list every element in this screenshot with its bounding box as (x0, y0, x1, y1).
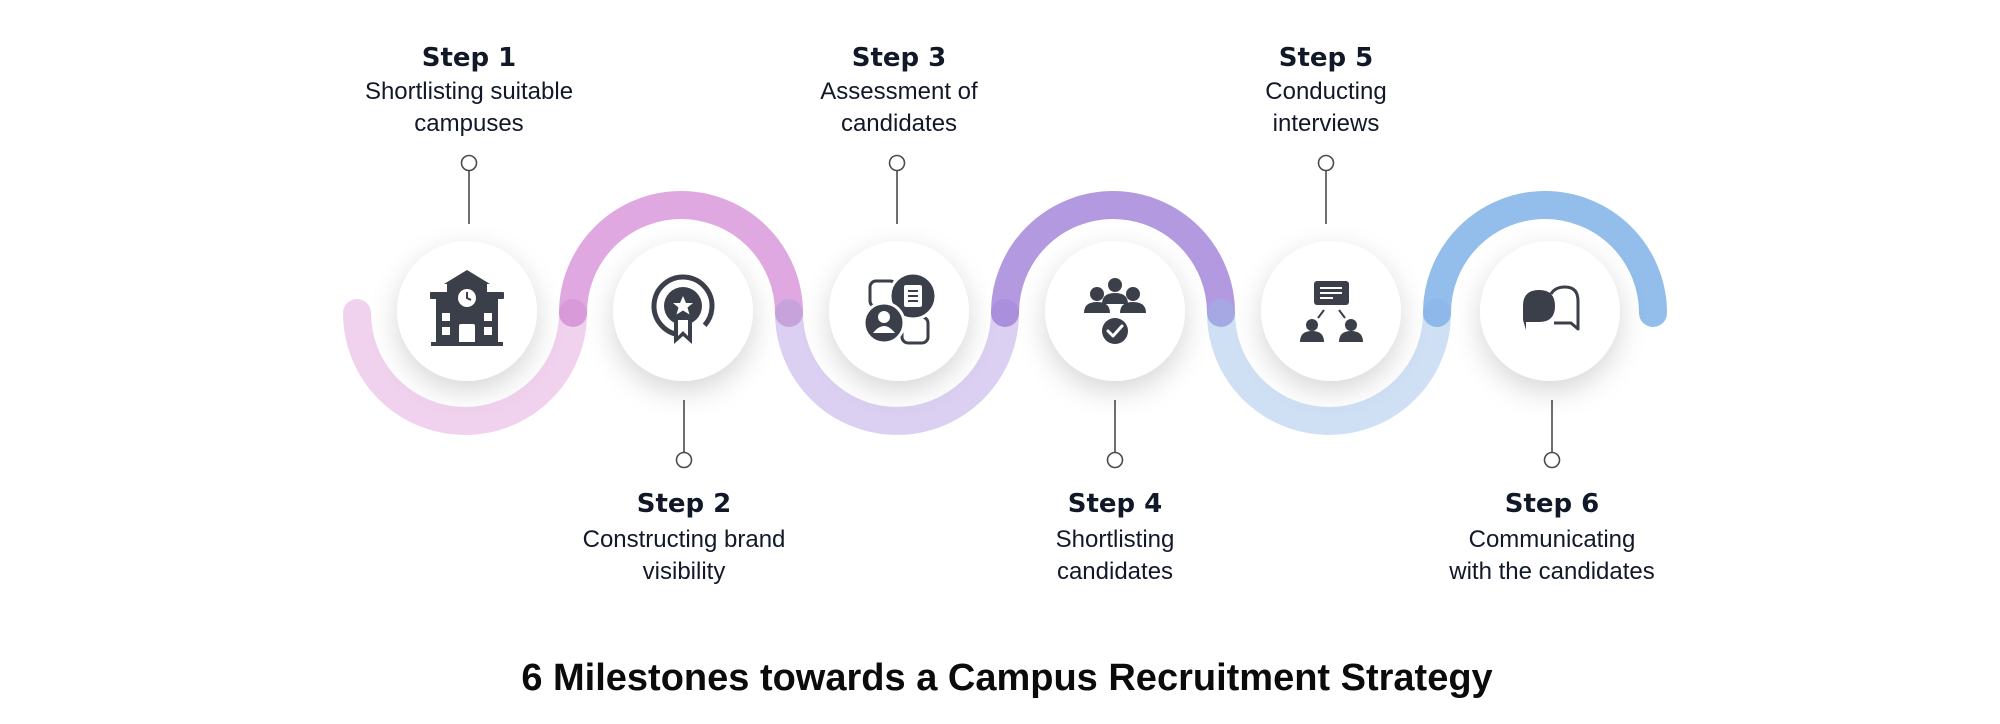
step-5-title: Step 5 (1279, 43, 1374, 73)
step-1-title: Step 1 (422, 43, 517, 73)
step-2-label: Step 2 Constructing brand visibility (583, 489, 786, 585)
school-building-icon (430, 270, 504, 346)
step-2-description-line-1: Constructing brand (583, 526, 786, 553)
step-4-label: Step 4 Shortlisting candidates (1056, 489, 1175, 585)
wave-junction-dot (1423, 299, 1451, 327)
step-4-circle (1045, 241, 1185, 381)
step-3-title: Step 3 (852, 43, 947, 73)
connectors (460, 154, 1561, 469)
wave-junction-dot (559, 299, 587, 327)
step-1-label: Step 1 Shortlisting suitable campuses (365, 43, 573, 137)
chat-bubbles-icon (1523, 285, 1580, 331)
wave-track (343, 191, 1667, 435)
connector-step-3 (888, 154, 906, 224)
step-labels: Step 1 Shortlisting suitable campuses St… (365, 43, 1655, 585)
wave-segment-bottom-2 (775, 312, 1019, 435)
wave-segment-bottom-1 (343, 299, 587, 435)
diagram-title: 6 Milestones towards a Campus Recruitmen… (521, 657, 1492, 699)
step-5-label: Step 5 Conducting interviews (1265, 43, 1386, 137)
step-5-description-line-2: interviews (1273, 110, 1380, 137)
step-6-title: Step 6 (1505, 489, 1600, 519)
wave-segment-bottom-3 (1207, 312, 1451, 435)
step-5-circle (1261, 241, 1401, 381)
step-5-description-line-1: Conducting (1265, 78, 1386, 105)
group-check-icon (1084, 278, 1146, 344)
award-badge-icon (651, 274, 715, 344)
wave-junction-dot (1207, 299, 1235, 327)
step-3-description-line-1: Assessment of (820, 78, 978, 105)
step-2-title: Step 2 (637, 489, 732, 519)
connector-step-1 (460, 154, 478, 224)
wave-junction-dot (991, 299, 1019, 327)
connector-step-6 (1543, 400, 1561, 469)
candidate-profile-icon (862, 271, 938, 345)
connector-step-4 (1106, 400, 1124, 469)
connector-step-5 (1317, 154, 1335, 224)
step-4-description-line-2: candidates (1057, 558, 1173, 585)
step-1-description-line-1: Shortlisting suitable (365, 78, 573, 105)
step-6-description-line-2: with the candidates (1448, 558, 1654, 585)
connector-step-2 (675, 400, 693, 469)
interview-board-icon (1300, 281, 1363, 342)
step-3-description-line-2: candidates (841, 110, 957, 137)
step-6-label: Step 6 Communicating with the candidates (1448, 489, 1654, 585)
step-4-title: Step 4 (1068, 489, 1163, 519)
step-6-description-line-1: Communicating (1469, 526, 1636, 553)
step-2-description-line-2: visibility (643, 558, 726, 585)
wave-segment-top-2 (991, 191, 1235, 314)
wave-segment-top-1 (559, 191, 803, 314)
wave-segment-top-3 (1423, 191, 1667, 327)
step-1-description-line-2: campuses (414, 110, 523, 137)
wave-junction-dot (775, 299, 803, 327)
step-4-description-line-1: Shortlisting (1056, 526, 1175, 553)
step-3-label: Step 3 Assessment of candidates (820, 43, 978, 137)
